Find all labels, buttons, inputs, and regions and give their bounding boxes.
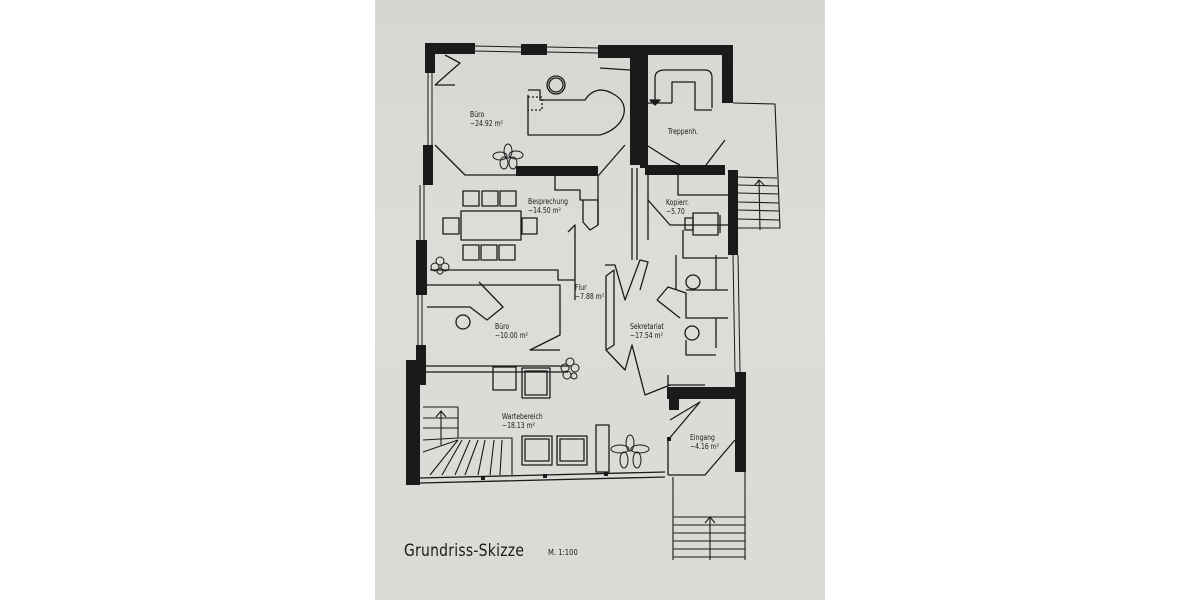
room-area: ~17.54 m² (630, 331, 663, 340)
room-area: ~14.50 m² (528, 206, 561, 215)
room-area: ~7.88 m² (575, 292, 605, 301)
room-label-wartebereich: Wartebereich ~18.13 m² (502, 412, 543, 430)
staircase-treppenhaus (645, 69, 713, 111)
staircase-wartebereich (422, 406, 513, 476)
room-label-eingang: Eingang ~4.16 m² (690, 433, 719, 451)
room-name: Kopierr. (666, 198, 689, 207)
room-label-buero-2: Büro ~10.00 m² (495, 322, 528, 340)
external-stairs-entrance (672, 472, 746, 560)
room-label-buero-1: Büro ~24.92 m² (470, 110, 503, 128)
room-area: ~10.00 m² (495, 331, 528, 340)
room-name: Besprechung (528, 197, 569, 206)
copier (684, 212, 721, 236)
paper-sheet (375, 0, 825, 600)
room-name: Büro (470, 110, 485, 119)
room-name: Flur (575, 283, 587, 292)
plant-icons (430, 143, 650, 469)
desks-sekretariat (656, 274, 716, 341)
room-label-sekretariat: Sekretariat ~17.54 m² (630, 322, 664, 340)
room-area: ~4.16 m² (690, 442, 720, 451)
room-label-flur: Flur ~7.88 m² (575, 283, 604, 301)
room-name: Sekretariat (630, 322, 664, 331)
column-marks (481, 437, 671, 480)
external-stairs-right (732, 102, 781, 231)
room-area: ~5.70 (666, 207, 685, 216)
room-label-besprechung: Besprechung ~14.50 m² (528, 197, 568, 215)
exterior-walls (406, 43, 746, 485)
room-label-kopierraum: Kopierr. ~5.70 (666, 198, 689, 216)
waiting-chairs (492, 366, 610, 473)
room-area: ~24.92 m² (470, 119, 503, 128)
conference-table (442, 190, 538, 261)
room-area: ~18.13 m² (502, 421, 535, 430)
drawing-scale: M. 1:100 (548, 548, 578, 557)
room-name: Treppenh. (668, 127, 699, 136)
room-name: Eingang (690, 433, 715, 442)
room-label-treppenhaus: Treppenh. (668, 127, 698, 136)
desk-buero-1 (527, 75, 625, 136)
windows (417, 45, 741, 373)
interior-walls (419, 54, 736, 484)
drawing-title: Grundriss-Skizze (404, 541, 525, 561)
desk-buero-2 (427, 281, 504, 330)
room-name: Wartebereich (502, 412, 543, 421)
room-name: Büro (495, 322, 510, 331)
